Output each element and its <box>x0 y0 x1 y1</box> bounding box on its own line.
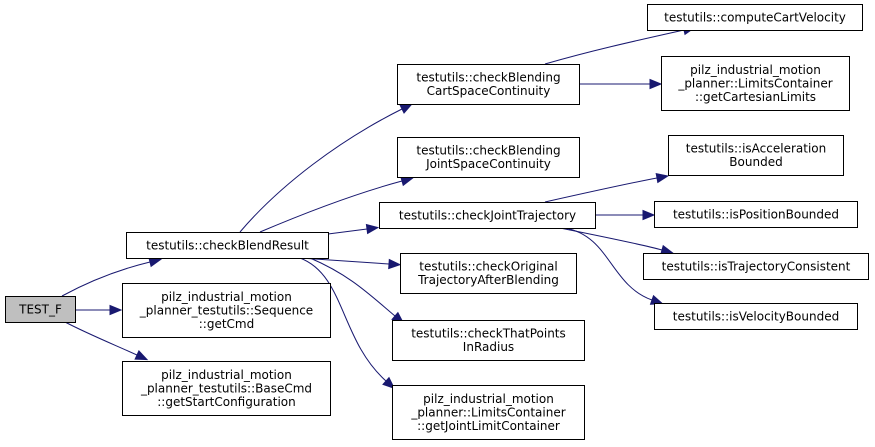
node-label-line: ::getCmd <box>199 317 254 331</box>
node-label-line: ::getCartesianLimits <box>695 90 816 104</box>
node-box[interactable] <box>392 320 585 361</box>
node-label-line: testutils::checkJointTrajectory <box>399 208 576 222</box>
edge-checkBlendResult-to-checkBlendingJointSpaceContinuity <box>259 176 414 233</box>
node-isVelocityBounded[interactable]: testutils::isVelocityBounded <box>654 303 858 330</box>
edge-line <box>64 321 138 356</box>
node-box[interactable] <box>122 361 331 416</box>
arrowhead-icon <box>642 209 656 221</box>
node-label-line: ::getStartConfiguration <box>157 395 296 409</box>
edge-checkBlendResult-to-checkJointTrajectory <box>327 223 380 235</box>
node-label-line: pilz_industrial_motion <box>423 392 554 406</box>
node-box[interactable] <box>654 303 858 330</box>
node-box[interactable] <box>647 4 863 31</box>
node-box[interactable] <box>668 135 844 176</box>
edge-line <box>544 177 658 203</box>
node-baseCmdGetStartConfiguration[interactable]: pilz_industrial_motion_planner_testutils… <box>122 361 331 416</box>
arrowhead-icon <box>134 350 149 361</box>
node-label-line: testutils::checkOriginal <box>419 260 557 274</box>
node-label-line: testutils::isPositionBounded <box>673 207 839 221</box>
node-getCartesianLimits[interactable]: pilz_industrial_motion_planner::LimitsCo… <box>661 56 850 111</box>
node-label-line: pilz_industrial_motion <box>690 63 821 77</box>
node-isPositionBounded[interactable]: testutils::isPositionBounded <box>654 201 858 228</box>
node-test_f[interactable]: TEST_F <box>5 296 76 323</box>
node-isTrajectoryConsistent[interactable]: testutils::isTrajectoryConsistent <box>643 253 869 280</box>
node-box[interactable] <box>397 64 580 105</box>
node-label-line: testutils::checkBlendResult <box>146 238 309 252</box>
node-label-line: CartSpaceContinuity <box>427 84 551 98</box>
node-box[interactable] <box>379 202 596 229</box>
arrowhead-icon <box>109 304 123 316</box>
node-label-line: _planner_testutils::BaseCmd <box>140 381 312 395</box>
node-label-line: _planner::LimitsContainer <box>410 405 565 419</box>
edge-line <box>61 261 151 297</box>
arrowhead-icon <box>649 78 663 90</box>
edge-line <box>239 108 403 233</box>
node-getJointLimitContainer[interactable]: pilz_industrial_motion_planner::LimitsCo… <box>392 385 585 440</box>
node-label-line: testutils::checkBlending <box>416 144 560 158</box>
node-sequenceGetCmd[interactable]: pilz_industrial_motion_planner_testutils… <box>122 283 331 338</box>
edge-line <box>299 257 387 382</box>
arrowhead-icon <box>365 223 380 235</box>
edge-line <box>559 227 663 251</box>
edge-checkJointTrajectory-to-isPositionBounded <box>595 209 656 221</box>
node-checkOriginalTrajectoryAfterBlending[interactable]: testutils::checkOriginalTrajectoryAfterB… <box>400 253 577 294</box>
node-label-line: testutils::checkBlending <box>416 71 560 85</box>
edge-checkJointTrajectory-to-isAccelerationBounded <box>544 172 670 203</box>
edge-test_f-to-checkBlendResult <box>61 256 162 297</box>
node-checkJointTrajectory[interactable]: testutils::checkJointTrajectory <box>379 202 596 229</box>
node-box[interactable] <box>122 283 331 338</box>
node-label-line: Bounded <box>729 155 782 169</box>
node-label-line: InRadius <box>463 340 514 354</box>
node-label-line: testutils::checkThatPoints <box>411 327 566 341</box>
node-box[interactable] <box>643 253 869 280</box>
node-box[interactable] <box>392 385 585 440</box>
node-label-line: pilz_industrial_motion <box>161 368 292 382</box>
node-checkBlendingCartSpaceContinuity[interactable]: testutils::checkBlendingCartSpaceContinu… <box>397 64 580 105</box>
node-label-line: ::getJointLimitContainer <box>417 419 560 433</box>
node-label-line: testutils::isTrajectoryConsistent <box>662 259 851 273</box>
node-label-line: _planner::LimitsContainer <box>677 76 832 90</box>
edge-line <box>309 257 396 317</box>
node-label-line: TEST_F <box>18 302 62 316</box>
edge-line <box>327 228 368 235</box>
edge-checkBlendResult-to-getJointLimitContainer <box>299 257 396 390</box>
node-label-line: JointSpaceContinuity <box>425 157 551 171</box>
node-label-line: testutils::isAcceleration <box>686 142 827 156</box>
arrowhead-icon <box>649 294 664 305</box>
node-box[interactable] <box>661 56 850 111</box>
node-label-line: testutils::isVelocityBounded <box>673 309 839 323</box>
node-label-line: testutils::computeCartVelocity <box>664 10 846 24</box>
node-box[interactable] <box>126 232 329 259</box>
node-box[interactable] <box>400 253 577 294</box>
arrowhead-icon <box>655 172 670 184</box>
edge-checkJointTrajectory-to-isVelocityBounded <box>564 227 664 305</box>
edge-test_f-to-sequenceGetCmd <box>75 304 123 316</box>
arrowhead-icon <box>399 103 413 114</box>
edge-line <box>544 29 685 65</box>
edge-checkBlendingCartSpaceContinuity-to-getCartesianLimits <box>579 78 663 90</box>
edge-line <box>564 227 653 301</box>
node-checkBlendingJointSpaceContinuity[interactable]: testutils::checkBlendingJointSpaceContin… <box>397 137 580 178</box>
node-computeCartVelocity[interactable]: testutils::computeCartVelocity <box>647 4 863 31</box>
node-checkBlendResult[interactable]: testutils::checkBlendResult <box>126 232 329 259</box>
arrowhead-icon <box>382 376 396 390</box>
node-box[interactable] <box>654 201 858 228</box>
arrowhead-icon <box>388 258 402 270</box>
edge-test_f-to-baseCmdGetStartConfiguration <box>64 321 149 361</box>
node-box[interactable] <box>5 296 76 323</box>
node-box[interactable] <box>397 137 580 178</box>
node-label-line: _planner_testutils::Sequence <box>139 303 313 317</box>
nodes-layer: TEST_Ftestutils::checkBlendResultpilz_in… <box>5 4 869 440</box>
edge-line <box>259 180 403 233</box>
node-label-line: TrajectoryAfterBlending <box>417 273 559 287</box>
node-label-line: pilz_industrial_motion <box>161 290 292 304</box>
